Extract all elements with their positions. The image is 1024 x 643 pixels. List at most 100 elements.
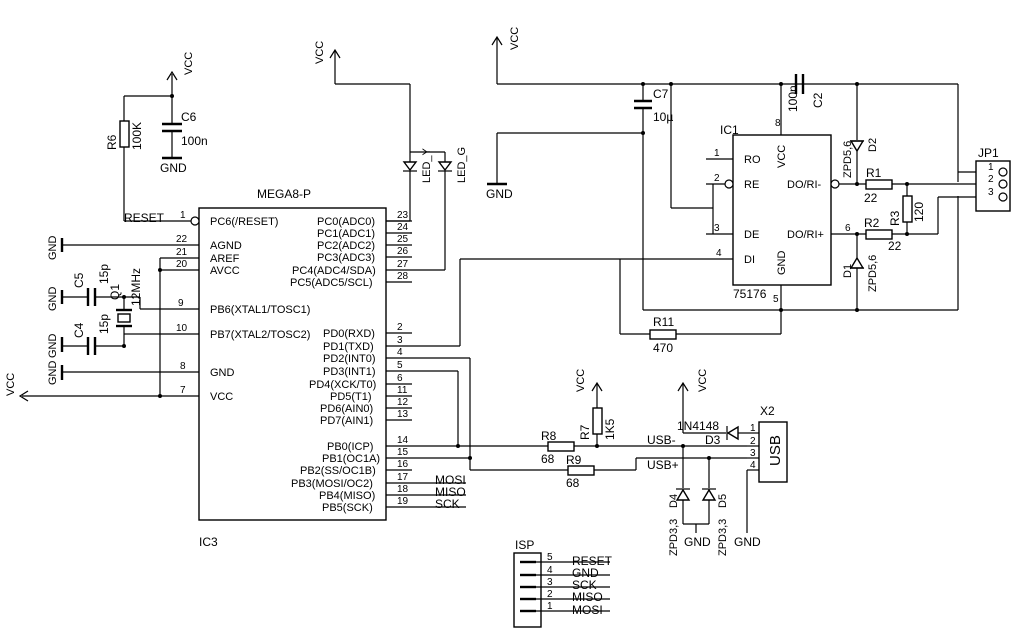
ic3-pin-label: PC2(ADC2) bbox=[317, 240, 375, 252]
ic1-pin-label: DO/RI+ bbox=[787, 229, 824, 241]
ic3-pin-num: 16 bbox=[397, 459, 409, 470]
ic3-pin-num: 28 bbox=[397, 271, 409, 282]
r9-ref: R9 bbox=[566, 453, 582, 467]
isp-pin-label: MOSI bbox=[572, 603, 603, 617]
r1-value: 22 bbox=[864, 191, 878, 205]
r11-ref: R11 bbox=[653, 315, 674, 329]
ic3-pin-num: 11 bbox=[397, 385, 408, 396]
c4-value: 15p bbox=[97, 314, 111, 334]
gnd-label: GND bbox=[47, 334, 59, 359]
led-g-diode bbox=[437, 161, 453, 172]
gnd-label: GND bbox=[160, 161, 187, 175]
ic3-pin-num: 5 bbox=[397, 360, 403, 371]
r3-ref: R3 bbox=[888, 210, 902, 226]
isp-pin-label: SCK bbox=[572, 578, 597, 592]
ic3-pin-label: PB1(OC1A) bbox=[322, 453, 380, 465]
ic3-pin-label: PD5(T1) bbox=[330, 391, 372, 403]
ic3-pin-label: PD3(INT1) bbox=[323, 366, 376, 378]
c2-ref: C2 bbox=[811, 92, 825, 108]
r2-resistor bbox=[865, 229, 893, 240]
ic3-pin-label: PB0(ICP) bbox=[327, 441, 373, 453]
ic3-pin-num: 4 bbox=[397, 347, 403, 358]
ic3-pin-label: PB4(MISO) bbox=[319, 490, 375, 502]
ic3-body bbox=[198, 207, 387, 521]
ic3-pin-label: VCC bbox=[210, 391, 233, 403]
d5-diode bbox=[701, 488, 717, 501]
x2-ref: X2 bbox=[760, 404, 775, 418]
vcc-label: VCC bbox=[314, 41, 326, 64]
ic3-reset-bubble bbox=[190, 216, 200, 226]
led-circuit: VCC LED_Y LED_G bbox=[314, 41, 468, 270]
led-g-label: LED_G bbox=[456, 147, 468, 183]
led-y-diode bbox=[402, 161, 418, 172]
d3-value: 1N4148 bbox=[677, 419, 719, 433]
r2-ref: R2 bbox=[864, 216, 880, 230]
vcc-label: VCC bbox=[697, 369, 709, 392]
ic3-pin-label: PB3(MOSI/OC2) bbox=[291, 478, 373, 490]
r8-value: 68 bbox=[541, 452, 555, 466]
ic3-pin-num: 25 bbox=[397, 234, 409, 245]
d1-value: ZPD5,6 bbox=[867, 255, 879, 292]
gnd-label: GND bbox=[47, 236, 59, 261]
ic3-pin-label: PD6(AIN0) bbox=[320, 403, 373, 415]
vcc-label: VCC bbox=[509, 27, 521, 50]
c7-ref: C7 bbox=[653, 87, 669, 101]
x2-pin-num: 4 bbox=[750, 460, 756, 471]
net-label-reset: RESET bbox=[124, 211, 165, 225]
d1-ref: D1 bbox=[842, 264, 854, 278]
isp-pin-num: 5 bbox=[547, 552, 553, 563]
ic1-do-bubble bbox=[830, 179, 840, 189]
ic1-pin-label: VCC bbox=[776, 145, 788, 168]
c2-value: 100n bbox=[786, 85, 800, 112]
q1-crystal bbox=[117, 313, 131, 323]
rs485-power: VCC C7 10µ GND C2 100n bbox=[486, 27, 959, 310]
ic3-pin-label: AVCC bbox=[210, 265, 240, 277]
ic1-pin-label: GND bbox=[776, 251, 788, 276]
jp1-connector: JP1 1 2 3 bbox=[958, 146, 1011, 212]
ic3-pin-label: GND bbox=[210, 367, 235, 379]
d5-value: ZPD3,3 bbox=[717, 519, 729, 556]
ic1-pin-num: 6 bbox=[845, 223, 851, 234]
ic3-pin-label: PD7(AIN1) bbox=[320, 415, 373, 427]
vcc-label: VCC bbox=[183, 52, 195, 75]
ic3-pin-num: 10 bbox=[176, 323, 188, 334]
led-y-label: LED_Y bbox=[421, 147, 433, 183]
ic3-pin-num: 9 bbox=[178, 298, 184, 309]
r8-resistor bbox=[547, 441, 575, 452]
x2-pin-num: 1 bbox=[750, 423, 756, 434]
jp1-pin-num: 1 bbox=[988, 162, 994, 173]
usb-minus-label: USB- bbox=[647, 433, 676, 447]
r7-resistor bbox=[592, 407, 603, 435]
vcc-arrow-icon bbox=[677, 381, 689, 392]
ic3-pin-num: 3 bbox=[397, 335, 403, 346]
ic3-pin-num: 21 bbox=[176, 247, 188, 258]
ic1-part: 75176 bbox=[733, 287, 767, 301]
c6-ref: C6 bbox=[181, 110, 197, 124]
gnd-label: GND bbox=[486, 187, 513, 201]
r3-value: 120 bbox=[912, 202, 926, 222]
crystal-circuit: GND C5 15p GND C4 15p Q1 12MHz bbox=[47, 264, 143, 358]
ic3-pin-label: AGND bbox=[210, 240, 242, 252]
d2-value: ZPD5,6 bbox=[842, 141, 854, 178]
ic1-pin-num: 4 bbox=[716, 248, 722, 259]
r9-resistor bbox=[567, 465, 595, 476]
ic3-pin-label: PC4(ADC4/SDA) bbox=[292, 265, 376, 277]
ic3-pin-label: PC1(ADC1) bbox=[317, 228, 375, 240]
gnd-label: GND bbox=[47, 287, 59, 312]
ic3-pin-label: PC6(/RESET) bbox=[210, 216, 278, 228]
d3-diode bbox=[726, 425, 739, 441]
ic3-pin-label: AREF bbox=[210, 253, 240, 265]
ic3-pin-num: 13 bbox=[397, 409, 409, 420]
r6-value: 100K bbox=[130, 122, 144, 150]
ic3-pin-num: 14 bbox=[397, 435, 409, 446]
jp1-pin-num: 2 bbox=[988, 174, 994, 185]
ic3-pin-num: 1 bbox=[180, 210, 186, 221]
ic1-name: IC1 bbox=[720, 123, 739, 137]
ic3-pin-label: PC5(ADC5/SCL) bbox=[290, 277, 373, 289]
net-label-mosi: MOSI bbox=[435, 473, 466, 487]
gnd-label: GND bbox=[684, 535, 711, 549]
ic1-pin-label: DE bbox=[744, 229, 759, 241]
ic3-pin-label: PD4(XCK/T0) bbox=[309, 379, 376, 391]
q1-value: 12MHz bbox=[129, 268, 143, 306]
vcc-label: VCC bbox=[575, 369, 587, 392]
